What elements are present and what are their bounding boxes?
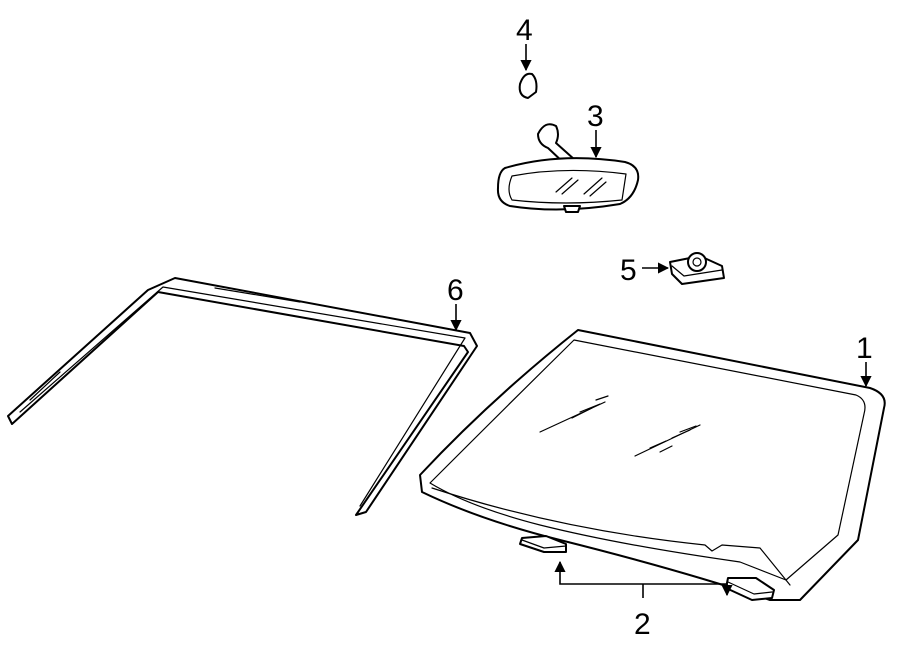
rear-view-mirror — [496, 123, 640, 213]
windshield-glass — [419, 329, 886, 601]
callout-5: 5 — [620, 254, 637, 287]
callout-2: 2 — [634, 608, 651, 641]
mirror-bracket — [518, 72, 538, 99]
rain-sensor — [669, 252, 725, 285]
reveal-molding — [7, 277, 478, 516]
callout-4: 4 — [516, 14, 533, 47]
lower-support-left — [519, 535, 567, 553]
callout-1: 1 — [856, 332, 873, 365]
callout-6: 6 — [447, 274, 464, 307]
callout-3: 3 — [587, 100, 604, 133]
